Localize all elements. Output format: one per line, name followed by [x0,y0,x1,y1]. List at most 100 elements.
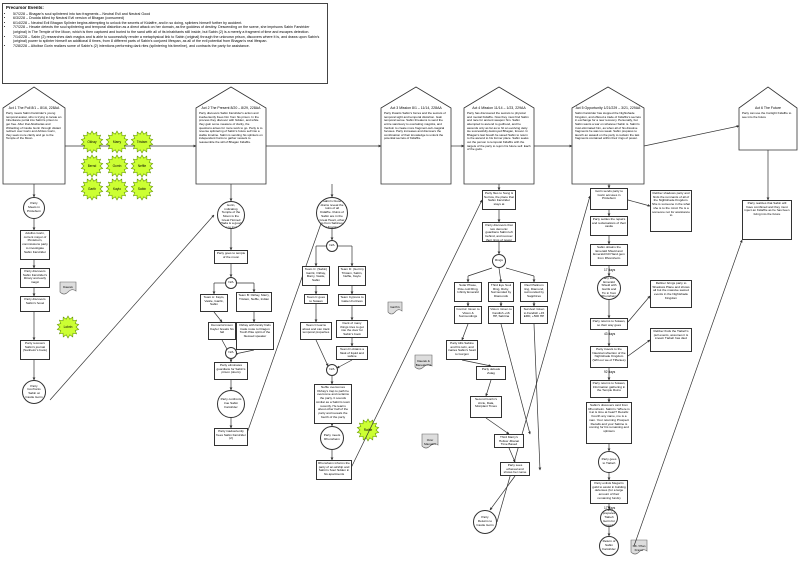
a5-label-days-1: 17 days [604,268,616,272]
party-member-star [56,315,80,339]
a4-node-rings: Rings [492,254,506,268]
a4-node-control: Control: Given to Vision & Surroundings [454,306,482,324]
a2-node-guardians: Party eliminates guardians for Sabin's p… [214,362,248,380]
connector-arrow [489,475,516,511]
a4-node-vision: Vision: Given to Fandish +16 HP, Sabrina [488,306,514,324]
connector-arrow [500,323,531,435]
note-shape [387,301,403,315]
a3-node-team-cypress: Team Cypress to Gatien Fortress [338,294,366,306]
a4-node-guardians: Party discovers that two demonic guardia… [482,222,516,242]
a5-label-days-2: 43 days [604,332,616,336]
party-member-star-rathe: Rathe [363,428,373,432]
act-description: Party meets Sabin Farstrider's young tem… [6,111,62,141]
a3-node-deck: Deck of many things tries to get into th… [336,320,368,338]
party-member-star [356,418,380,442]
precursor-event: 7/28/228 – Altoibar Gorin realizes some … [13,44,324,49]
a4-node-ethereal: Party sees ethereal and shows her name [500,462,530,476]
act-description: Party has discovered the secrets to phys… [467,111,531,152]
party-member-star-sabin: Sabin [137,187,147,191]
a3-node-team-d: Team D: (Gorrin) Tristam, Sabin, Neffie,… [338,266,366,286]
act-header-5: Act 5 Opportunity 1/21/229 – 3/21, 229AA… [573,106,643,182]
a4-node-return: Party Returns to Castle Gorin [473,510,497,534]
a4-node-kills-sabine: Party kills Sabine and his twin, and ina… [446,340,478,360]
a1-node-commission: Adolfus Gorin, current mayor of Pimlebur… [20,230,50,260]
a5-node-obtains: Sabin obtains the Emerald Shield and Eme… [590,244,628,266]
a1-node-meets: Party Meets in Pimleburn [23,197,45,219]
precursor-event: 7/7/228 – Hecate detects the soul splint… [13,25,324,34]
party-member-star [105,177,129,201]
a3-node-neffie: Neffie overcomes Okhay's trap to path he… [314,384,352,424]
a5-node-guild: Party enlists Megan's guild to assist in… [590,480,628,504]
precursor-events-title: Precursor Events: [6,5,44,10]
party-member-star [130,177,154,201]
precursor-events-box: Precursor Events: 5/7/228 – Bhagan's sou… [2,3,328,84]
a4-node-defeats-zulag: Party defeats Zulag [476,366,506,380]
connector-arrow [349,199,483,471]
connector-arrow [485,417,510,435]
a2-node-temple: Party goes to temple of the moon [214,250,248,264]
a3-node-team-c-sotaan: Team C goes to Sotaan [304,294,328,304]
party-member-star [80,130,104,154]
a5-node-nautical: Party travels to the Nautical reflection… [590,346,628,368]
act-title: Act 2 The Present 8/20 – 8/29, 228AA [201,106,261,110]
a5-node-return-sabin: Return of Sabin Farstrider [599,536,619,556]
act-title: Act 6 The Future [754,106,781,110]
act-description: Party thwarts Sabin's forces and the sec… [384,111,446,141]
a5-node-prepare: Party prepares Tiabeh Gorin for Assault [600,509,618,527]
connector-arrow [315,339,329,367]
party-member-star-marry: Marry [112,140,122,144]
note-shape [414,354,433,370]
a5-node-returns-sotaan: Party returns to Sotaan, so their way go… [590,318,628,330]
a4-node-third-eye: Third Eye Soul Ring, Ruby, Surrounded by… [488,282,514,302]
a5-node-emerald-shield: Party sees Emerald Shield with Garrik an… [597,276,621,300]
connector-arrow [498,267,503,283]
a5-node-card: Sabin's discovers card from Rhonsheim. S… [586,402,632,444]
a5-node-temple-ruins: Party returns to Sotaan, Information gat… [590,380,628,398]
a4-node-song-sorrow: Party flies to Song & Sorrow, the place … [482,190,516,210]
connector-arrow [461,323,469,341]
connector-arrow [245,197,331,437]
a1-node-hovel: Party discovers Sabin's hovel [20,296,50,312]
party-member-star-tristam: Tristam [136,140,148,144]
connector-arrow [336,359,353,369]
a2-node-merge: N/A [225,347,237,359]
note-plan-frame: GK / Plan Frame [632,544,646,552]
connector-arrow [533,323,542,471]
a3-node-flask: Team D obtains a flask of liquid and sab… [336,346,368,360]
connector-arrow [213,311,223,323]
a1-node-confront: Party Confronts Sabin at Castle Gorin [22,380,46,404]
party-member-star-lobrin: Lobrin [63,325,73,329]
connector-arrow [627,295,651,323]
a3-node-team-c: Team C: (Sabin) Garrik, Okhay, Marry, Va… [302,266,330,286]
a3-node-airship: Rhonsheim informs the party of an airshi… [316,460,352,480]
note-daerek: Daerek [63,285,73,289]
a4-node-survival: Survival: Given to Fandish +15 ERD, +500… [520,306,548,324]
party-member-star-garth: Garth [88,187,96,191]
act-house-shape [738,86,798,151]
act-title: Act 4 Mission 11/14 – 1/23, 229AA [472,106,526,110]
connector-arrow [627,339,651,357]
a5-label-days-3: 92 days [604,370,616,374]
a2-node-confront: Party confronts true Sabin Farstrider [217,390,245,418]
connector-line [505,267,535,277]
a2-node-okhay: Okhay with family finds trade route to D… [236,322,274,350]
a2-node-branch: N/A [225,277,237,289]
a2-node-note: Party discovers a lost note from Gorin, … [217,201,245,229]
a3-node-ruins: Party finds that Sabin's blood drains re… [316,197,348,229]
party-member-star-bernd: Bernd [87,164,97,168]
a5-side-node-rebber-shadows: Rebber shadows party and finds the remna… [650,190,692,232]
precursor-event: 7/14/228 – Sabin (2) researches dark mag… [13,35,324,44]
a5-side-node-rebber-finds: Rebber finds the Tiabeh's pull events, a… [650,328,692,352]
note-garths: Garth's [390,305,400,309]
a1-node-journal: Party recovers Sabin's journal (Sanheim'… [20,340,50,360]
precursor-event: 6/3/228 – Drudda killed by Neutral Evil … [13,16,324,21]
party-member-star [105,154,129,178]
a2-node-team-b: Team B: Okhay, Marry, Tristam, Neffie, I… [236,292,272,312]
party-member-star [130,130,154,154]
party-member-star-kaylo: Kaylo [113,187,121,191]
